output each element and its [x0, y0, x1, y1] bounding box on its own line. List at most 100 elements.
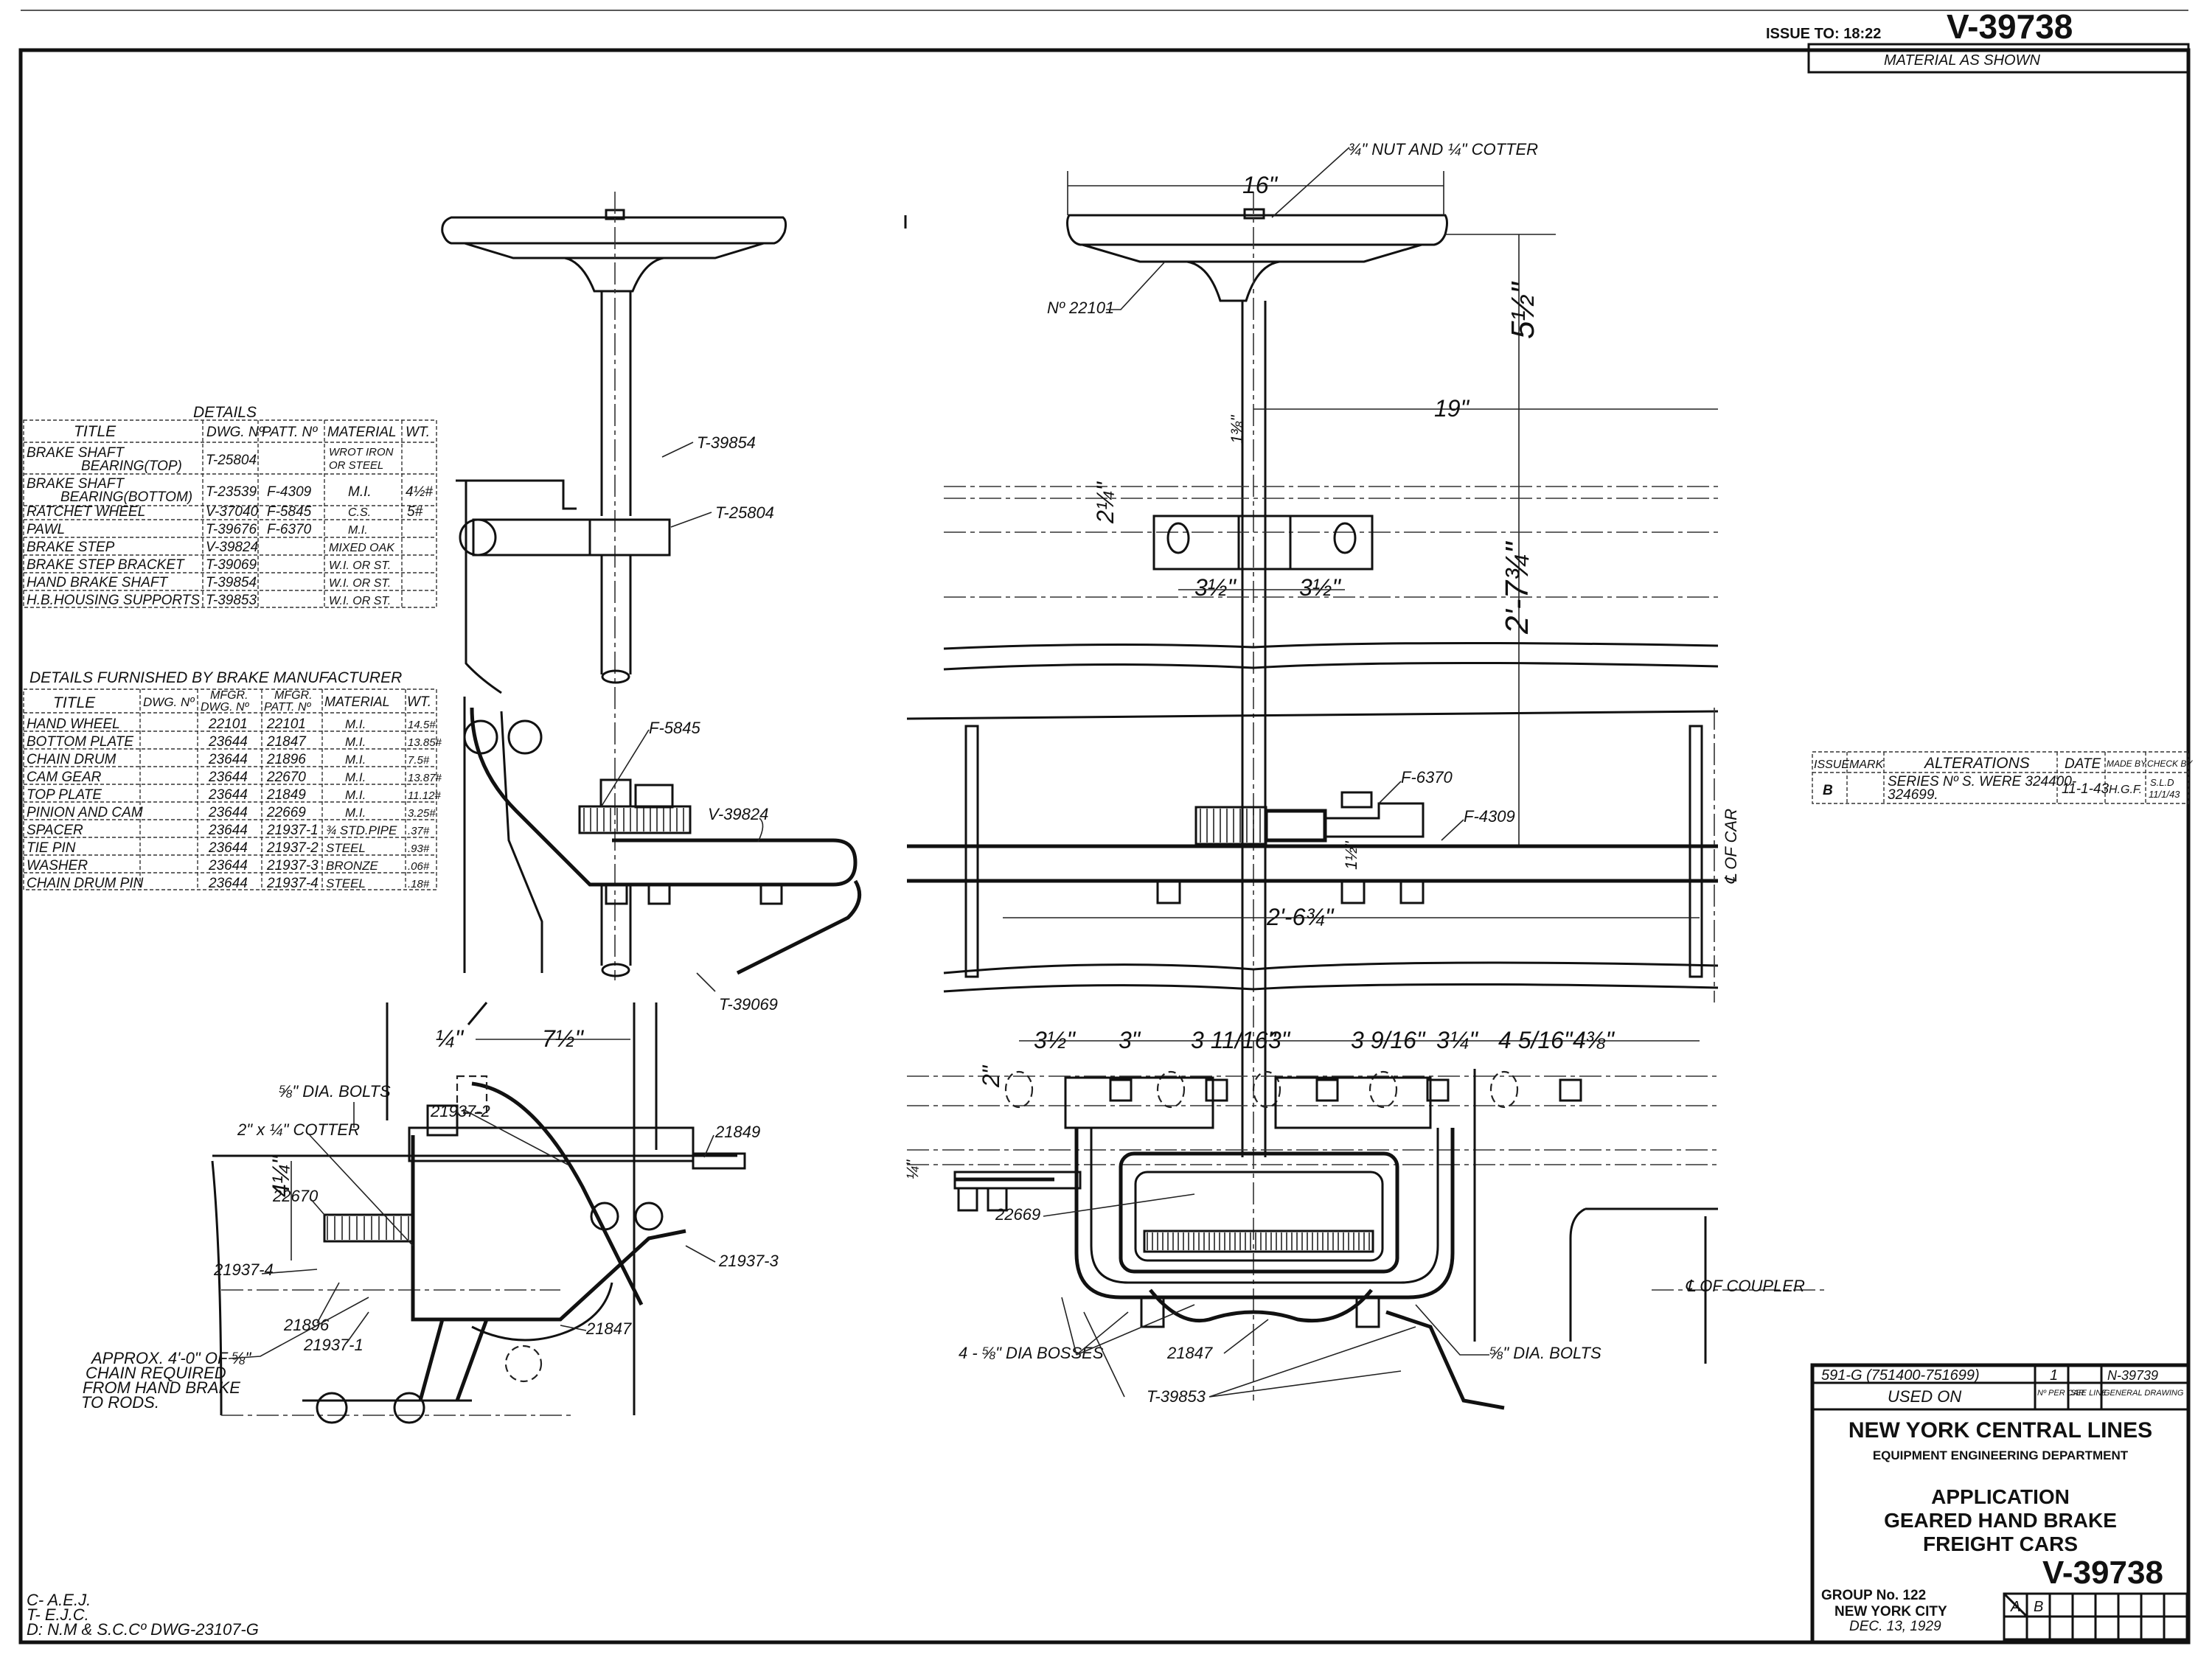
- cell-mfgr-patt: 21849: [266, 787, 306, 803]
- cell-mfgr-dwg: 23644: [208, 752, 248, 767]
- callout-21847: 21847: [585, 1319, 632, 1338]
- hand-wheel-hub: [564, 257, 664, 293]
- cell-mfgr-dwg: 23644: [208, 805, 248, 820]
- dim-hole-spacing: 3": [1268, 1027, 1291, 1053]
- dim-seven-half: 7½": [542, 1025, 584, 1052]
- cell-wt: .06#: [408, 860, 430, 873]
- bolt-circle: [463, 719, 498, 755]
- shaft-collar: [599, 778, 632, 808]
- alt-cell-check-by: 11/1/43: [2149, 789, 2180, 800]
- bolt-hole: [1252, 1070, 1281, 1109]
- bolt-circle: [507, 719, 543, 755]
- leader-line: [346, 1311, 369, 1344]
- note-bolts-left: ⅝" DIA. BOLTS: [279, 1082, 391, 1101]
- leader-line: [1378, 781, 1402, 804]
- manufacturer-table-frame: [23, 688, 437, 890]
- cam-gear-teeth: [327, 1216, 409, 1240]
- cell-mfgr-patt: 21847: [266, 734, 307, 750]
- cell-mfgr-dwg: 23644: [208, 787, 248, 803]
- cell-patt: F-4309: [267, 484, 312, 500]
- cell-material: M.I.: [345, 753, 366, 767]
- hand-wheel-hub: [1186, 260, 1280, 302]
- details-table: DETAILS TITLE DWG. Nº PATT. Nº MATERIAL …: [23, 404, 437, 608]
- dim-hole-spacing: 3 11/16": [1191, 1027, 1277, 1053]
- leader-line: [685, 1245, 716, 1263]
- callout-21849: 21849: [714, 1123, 760, 1141]
- issue-mark-cell: [2094, 1615, 2120, 1641]
- cell-wt: 7.5#: [408, 754, 430, 767]
- mfgr-header-dwg: DWG. Nº: [143, 695, 195, 709]
- mfgr-header-mfgr-dwg-l1: MFGR.: [210, 689, 248, 702]
- bolt-hole: [1004, 1070, 1034, 1109]
- top-plate-ext: [692, 1152, 746, 1170]
- cell-dwg: T-39069: [206, 557, 257, 573]
- alt-header-made-by: MADE BY: [2107, 758, 2147, 769]
- square-hole: [1426, 1078, 1450, 1102]
- callout-22670: 22670: [272, 1187, 319, 1205]
- cell-material: W.I. OR ST.: [329, 577, 391, 590]
- company-name: NEW YORK CENTRAL LINES: [1848, 1418, 2152, 1443]
- leader-line: [309, 1134, 414, 1246]
- cell-title: H.B.HOUSING SUPPORTS: [27, 593, 200, 608]
- cell-mfgr-patt: 22669: [266, 805, 306, 820]
- cell-dwg: T-23539: [206, 484, 257, 500]
- details-header-title: TITLE: [74, 423, 116, 440]
- note-center-of-coupler: ℄ OF COUPLER: [1685, 1277, 1805, 1295]
- cell-mfgr-dwg: 23644: [208, 770, 248, 785]
- general-drawing-value: N-39739: [2107, 1368, 2158, 1383]
- pawl-bolt: [1340, 791, 1373, 809]
- brake-housing-inner: [1134, 1171, 1384, 1262]
- support-legs: [418, 1319, 489, 1401]
- no-per-car-label: Nº PER CAR: [2037, 1389, 2084, 1398]
- material-box: [1807, 43, 2190, 74]
- issue-mark-cell: [2163, 1615, 2188, 1641]
- credit-line: T- E.J.C.: [27, 1605, 89, 1624]
- bolt-hidden: [456, 1075, 488, 1115]
- cell-material: STEEL: [326, 876, 366, 890]
- bolt-nut: [1156, 879, 1181, 904]
- used-on-label: USED ON: [1888, 1387, 1961, 1406]
- callout-T-39069: T-39069: [719, 995, 778, 1014]
- see-line-label: SEE LINE: [2070, 1389, 2107, 1398]
- cell-title: TOP PLATE: [27, 787, 102, 803]
- issue-mark-cell: [2140, 1615, 2166, 1641]
- chain-note-line: APPROX. 4'-0" OF ⅝": [90, 1349, 251, 1367]
- department-name: EQUIPMENT ENGINEERING DEPARTMENT: [1873, 1448, 2129, 1462]
- dim-hole-spacing: 3½": [1034, 1027, 1076, 1053]
- issue-mark-cell: [2140, 1592, 2166, 1618]
- dim-wheel-height: 5½": [1505, 281, 1541, 339]
- cell-title: SPACER: [27, 823, 83, 838]
- callout-21937-4: 21937-4: [213, 1260, 274, 1279]
- title-block: 591-G (751400-751699) 1 N-39739 USED ON …: [1810, 1363, 2191, 1645]
- leader-line: [1083, 1311, 1416, 1398]
- issue-mark-cell: [2048, 1592, 2074, 1618]
- dim-bearing-offset: 2¼": [1092, 481, 1119, 524]
- dim-bearing-to-step: 2'-7¾": [1499, 540, 1535, 635]
- cell-material: W.I. OR ST.: [329, 595, 391, 607]
- title-block-frame: [1810, 1363, 2191, 1645]
- pawl-housing: [1325, 802, 1425, 838]
- cell-title: HAND BRAKE SHAFT: [27, 575, 168, 590]
- dim-hole-spacing: 3¼": [1436, 1027, 1478, 1053]
- square-hole: [1205, 1078, 1228, 1102]
- note-cotter-left: 2" x ¼" COTTER: [237, 1120, 360, 1139]
- cell-material: M.I.: [348, 484, 372, 500]
- mfgr-header-mfgr-patt-l1: MFGR.: [274, 689, 313, 702]
- cell-material: M.I.: [345, 806, 366, 820]
- cell-wt: .37#: [408, 825, 430, 837]
- details-table-frame: [23, 419, 437, 608]
- left-plan-callouts: ¼" 7½" 4¼" ⅝" DIA. BOLTS 2" x ¼" COTTER …: [213, 1025, 779, 1354]
- sheet-border: [18, 48, 2191, 1645]
- cell-material: M.I.: [345, 735, 366, 749]
- cell-dwg: T-39676: [206, 522, 257, 537]
- dim-right-two: 2": [978, 1064, 1004, 1088]
- bottom-plate-curve: [471, 1282, 613, 1342]
- note-hand-wheel-no: Nº 22101: [1047, 299, 1114, 317]
- cell-wt: 3.25#: [408, 807, 436, 820]
